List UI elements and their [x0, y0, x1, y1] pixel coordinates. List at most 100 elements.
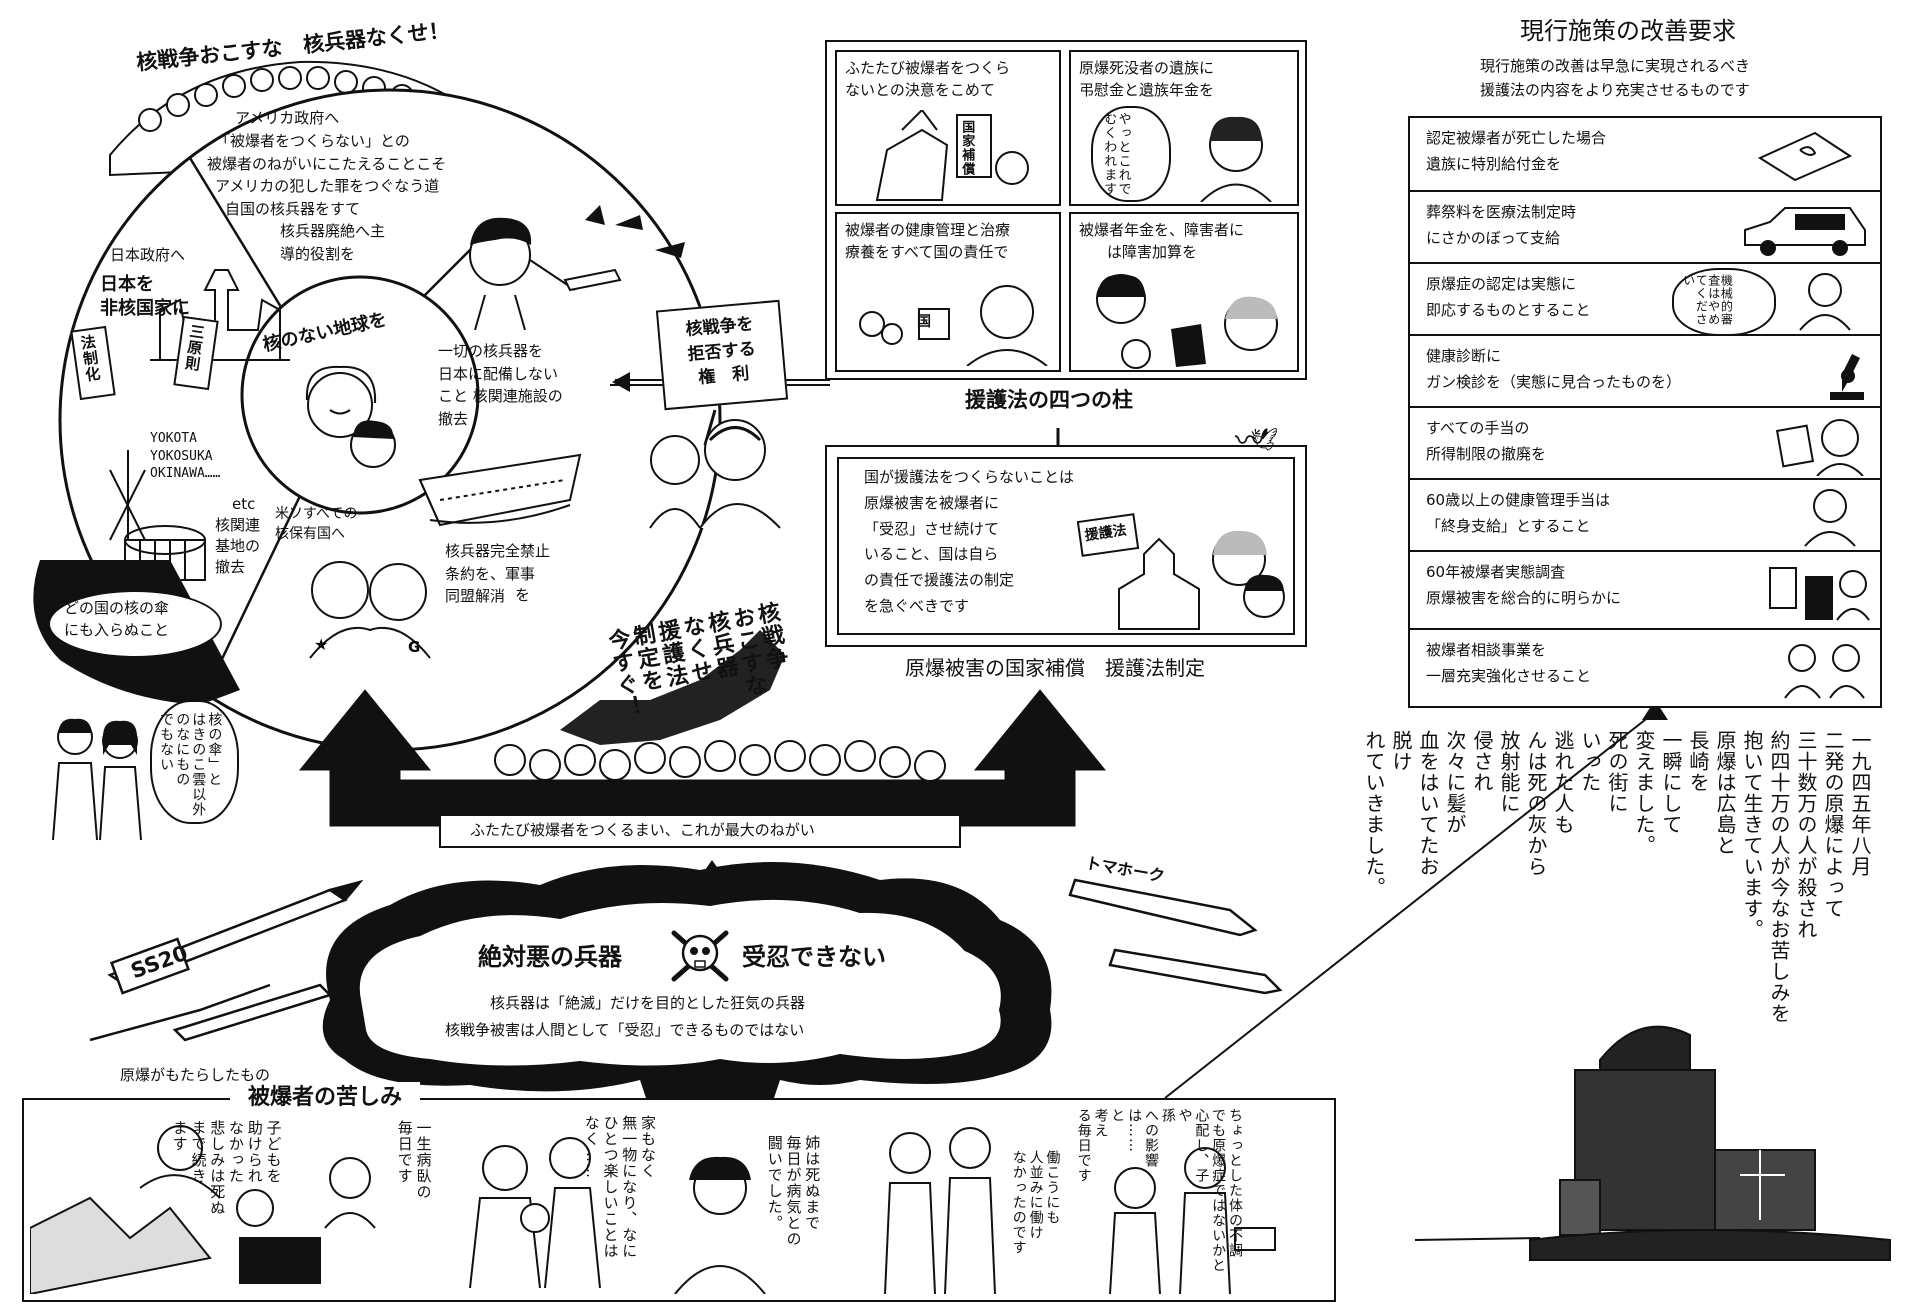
bases-removal-line: 核関連	[215, 516, 261, 534]
bird-icon: 〰	[1235, 424, 1265, 459]
usa-line: 核兵器廃絶へ主	[280, 222, 386, 240]
request-line: ガン検診を（実態に見合ったものを）	[1426, 372, 1682, 391]
suffering-caption-line: る毎日です	[1075, 1108, 1092, 1183]
usa-line: 「被爆者をつくらない」との	[215, 132, 410, 150]
suffering-caption: ちょっとした体の不調 でも原爆症ではないかと 心配し、子 や 孫 への影響 は……	[1075, 1108, 1243, 1288]
cloud-title-left: 絶対悪の兵器	[478, 943, 622, 971]
history-line: 侵され	[1470, 730, 1494, 793]
politician-missiles-drawing	[469, 205, 685, 330]
children-row	[494, 740, 946, 782]
suffering-caption-line: 孫	[1159, 1108, 1176, 1123]
request-item: 認定被爆者が死亡した場合 遺族に特別給付金を	[1410, 118, 1880, 190]
request-line: 原爆症の認定は実態に	[1426, 275, 1577, 293]
umbrella-line: どの国の核の傘	[64, 599, 170, 617]
dove-icon: 🕊	[1250, 428, 1278, 453]
deploy-line: 日本に配備しない	[438, 364, 559, 383]
usa-line: 導的役割を	[280, 244, 356, 263]
request-line: 遺族に特別給付金を	[1426, 154, 1562, 173]
skull-crossbones-icon	[671, 930, 729, 982]
suffering-caption-line: 子どもを	[264, 1120, 283, 1184]
suffering-caption-line: 毎日です	[395, 1120, 414, 1184]
pillar-line: ふたたび被爆者をつくら	[845, 59, 1011, 77]
suffering-title: 被爆者の苦しみ	[248, 1085, 403, 1110]
usa-line: 自国の核兵器をすて	[225, 199, 361, 218]
cloud-line-2: 核戦争被害は人間として「受忍」できるものではない	[445, 1021, 805, 1039]
law-sign-label: 法制化	[77, 333, 103, 384]
cloud-line-1: 核兵器は「絶滅」だけを目的とした狂気の兵器	[490, 994, 806, 1012]
pillar-bubble	[1091, 106, 1171, 202]
banner-box	[439, 814, 961, 848]
pillar-text: 被爆者の健康管理と治療 療養をすべて国の責任で	[845, 220, 1010, 264]
pillar-main-line: いること、国は自ら	[864, 545, 999, 564]
history-line: 脱け	[1389, 730, 1413, 772]
usa-line: 被爆者のねがいにこたえることこそ	[207, 154, 447, 173]
suffering-caption-line: 姉は死ぬまで	[803, 1135, 822, 1231]
suffering-caption-line: は……	[1126, 1108, 1143, 1153]
request-line: 60年被爆者実態調査	[1426, 563, 1566, 581]
request-line: 葬祭料を医療法制定時	[1426, 203, 1577, 221]
pillar-line: ないとの決意をこめて	[845, 80, 995, 99]
suffering-caption: 子どもを 助けられ なかった 悲しみは死ぬ まで続き ます	[170, 1120, 283, 1290]
request-line: 原爆被害を総合的に明らかに	[1426, 588, 1622, 607]
treaty-demand: 核兵器完全禁止 条約を、軍事 同盟解消 を	[445, 540, 550, 606]
ussr-heading: 米ソすべての 核保有国へ	[275, 505, 357, 544]
pillar-sign: 国	[917, 314, 931, 330]
pillar-main-line: 国が援護法をつくらないことは	[864, 468, 1075, 486]
arrow-banner: ふたたび被爆者をつくるまい、これが最大のねがい	[470, 821, 815, 839]
suffering-caption-line: ひとつ楽しいことは	[601, 1115, 620, 1259]
suffering-caption-line: 闘いでした。	[765, 1135, 784, 1231]
pillar-text: ふたたび被爆者をつくら ないとの決意をこめて	[845, 58, 1010, 102]
pillar-bubble-text: やっとこれでむくわれます	[1101, 112, 1131, 196]
suffering-caption-line: 人並みに働け	[1027, 1150, 1044, 1240]
pillar-text: 原爆死没者の遺族に 弔慰金と遺族年金を	[1079, 58, 1214, 102]
pillar-main-line: の責任で援護法の制定	[864, 571, 1015, 590]
envelope-icon	[1757, 131, 1853, 182]
base-name: YOKOTA	[150, 431, 197, 446]
suffering-caption-line: 考え	[1092, 1108, 1109, 1138]
suffering-caption: 姉は死ぬまで 毎日が病気との 闘いでした。	[765, 1135, 822, 1285]
couple-drawing	[52, 718, 142, 841]
umbrella-quote-bubble	[150, 700, 239, 824]
suffering-caption-line: 働こうにも	[1044, 1150, 1061, 1225]
counsel-figure-icon	[1784, 644, 1865, 699]
hearse-icon	[1744, 207, 1866, 256]
suffering-caption-line: なく……	[582, 1115, 601, 1179]
deploy-demand: 一切の核兵器を 日本に配備しない こと 核関連施設の 撤去	[438, 340, 563, 430]
history-line: 変えました。	[1632, 730, 1656, 856]
requests-subtitle-1: 現行施策の改善は早急に実現されるべき	[1480, 57, 1751, 75]
pillar-line: は障害加算を	[1107, 242, 1198, 261]
japan-heading: 日本政府へ	[110, 246, 186, 264]
history-line: 三十数万の人が殺され	[1794, 730, 1818, 940]
umbrella-quote: 核の傘」と はきのこ雲以外 のなにもの でもない	[158, 712, 222, 817]
pillar-main-line: 原爆被害を被爆者に	[864, 493, 1000, 512]
protestors-drawing	[649, 419, 781, 529]
request-line: 「終身支給」とすること	[1426, 516, 1591, 535]
disabled-care-drawing	[1096, 274, 1278, 369]
suffering-caption-line: でも原爆症ではないかと	[1210, 1108, 1227, 1273]
umbrella-quote-line: のなにもの	[174, 712, 191, 787]
history-line: んは死の灰から	[1524, 730, 1548, 877]
pillar-main-line: 「受忍」させ続けて	[864, 519, 1000, 538]
treaty-line: を	[515, 585, 531, 604]
suffering-caption-line: 助けられ	[245, 1120, 264, 1184]
suffering-caption-line: ます	[170, 1120, 189, 1152]
umbrella-text: どの国の核の傘 にも入らぬこと	[64, 598, 169, 642]
suffering-caption: 家もなく 無一物になり、なに ひとつ楽しいことは なく……	[582, 1115, 657, 1265]
usa-line: アメリカの犯した罪をつぐなう道	[215, 177, 440, 195]
request-line: 認定被爆者が死亡した場合	[1426, 129, 1607, 147]
ussr-line: 米ソすべての	[275, 506, 358, 522]
right-to-refuse-sign: 核戦争を 拒否する 権 利	[655, 299, 789, 411]
history-line: 約四十万の人が今なお苦しみを	[1767, 730, 1791, 1024]
pillar-main-panel: 国が援護法をつくらないことは 原爆被害を被爆者に 「受忍」させ続けて いること、…	[837, 457, 1295, 635]
japan-map	[560, 630, 785, 745]
pillar-sign: 国家補償	[959, 120, 975, 176]
pillar-text: 被爆者年金を、障害者に は障害加算を	[1079, 220, 1244, 264]
suffering-caption-line: への影響	[1142, 1108, 1159, 1168]
white-cloud	[357, 897, 1003, 1068]
usa-heading: アメリカ政府へ	[235, 109, 340, 127]
history-text: 一九四五年八月 二発の原爆によって 三十数万の人が殺され 約四十万の人が今なお苦…	[1360, 730, 1873, 1190]
history-line: 放射能に	[1497, 730, 1521, 814]
usa-demands: 「被爆者をつくらない」との 被爆者のねがいにこたえることこそ アメリカの犯した罪…	[207, 130, 446, 265]
pillar-line: 被爆者の健康管理と治療	[845, 221, 1011, 239]
svg-text:★: ★	[314, 635, 328, 654]
